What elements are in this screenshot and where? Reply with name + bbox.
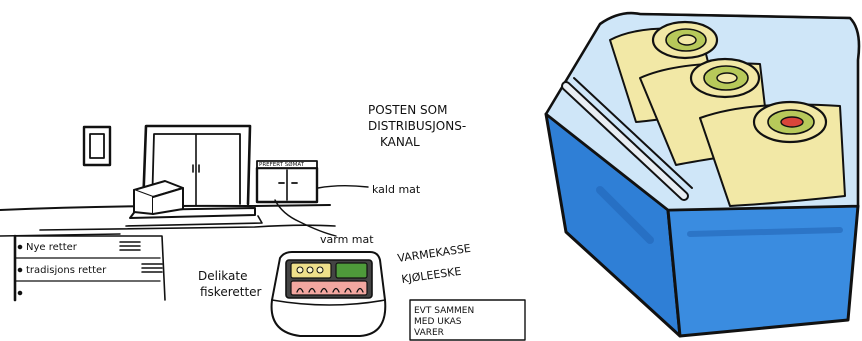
- menu-icon: [119, 241, 141, 251]
- annotation-posten-2: DISTRIBUSJONS-: [368, 119, 466, 133]
- ground-line-2: [39, 224, 336, 231]
- label-varmekasse: VARMEKASSE: [397, 242, 472, 265]
- box-side-face: [666, 204, 860, 338]
- door-frame: [141, 124, 252, 209]
- label-delikate: Delikate: [198, 269, 247, 283]
- list-card: [14, 235, 166, 301]
- annotation-posten-1: POSTEN SOM: [368, 103, 447, 117]
- note-line-2: MED UKAS: [414, 317, 462, 327]
- label-kjoleeske: KJØLEESKE: [401, 265, 463, 286]
- note-line-1: EVT SAMMEN: [414, 306, 474, 316]
- list-item-2: tradisjons retter: [26, 265, 107, 276]
- left-sketch: [0, 124, 526, 341]
- label-varm-mat: varm mat: [320, 233, 374, 246]
- note-line-3: VARER: [414, 328, 444, 338]
- door-inner: [151, 133, 241, 208]
- annotation-posten-3: KANAL: [380, 135, 420, 149]
- label-kald-mat: kald mat: [372, 183, 421, 196]
- pointer-varm: [274, 199, 337, 237]
- ground-line-1: [0, 204, 331, 211]
- right-sketch: [544, 11, 861, 338]
- note-box: [409, 299, 526, 341]
- parcel-side: [152, 187, 184, 215]
- food-roll-3: [699, 100, 846, 207]
- cabinet-label: PREFERT SØMAT: [259, 161, 305, 168]
- label-fiskeretter: fiskeretter: [200, 285, 262, 299]
- food-compartment-2: [335, 262, 368, 279]
- menu-icon: [141, 263, 163, 273]
- pointer-kald: [317, 185, 369, 189]
- window: [82, 125, 112, 167]
- list-item-1: Nye retter: [26, 242, 78, 253]
- food-compartment-3: [290, 280, 368, 296]
